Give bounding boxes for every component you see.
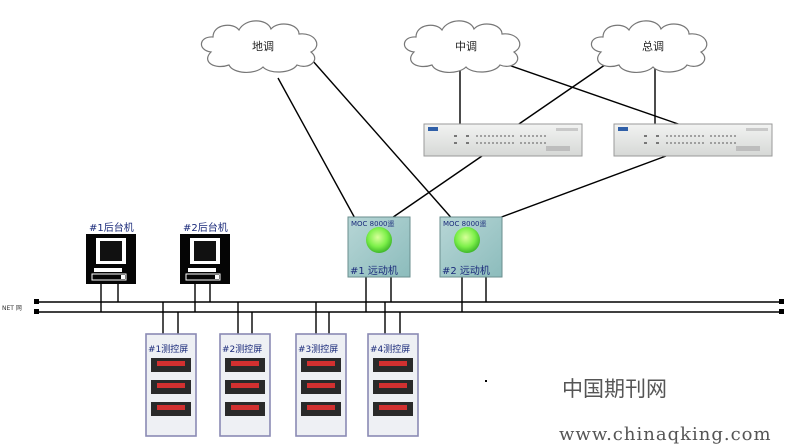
rtu-1: MOC 8000遥 #1 远动机 xyxy=(347,216,411,278)
status-led xyxy=(454,227,480,253)
switch-2 xyxy=(613,123,773,157)
cloud-label: 地调 xyxy=(252,40,274,53)
rtu-label: #2 远动机 xyxy=(442,264,490,277)
workstation-1: #1后台机 xyxy=(86,221,136,284)
watermark-cn: 中国期刊网 xyxy=(562,377,667,401)
rtu-2: MOC 8000遥 #2 远动机 xyxy=(439,216,503,278)
cabinet-units xyxy=(225,358,265,416)
cloud-zongtiao: 总调 xyxy=(590,20,708,73)
net-label: NET 网 xyxy=(2,305,22,312)
watermark-url: www.chinaqking.com xyxy=(559,424,772,445)
rtu-header: MOC 8000遥 xyxy=(443,219,486,228)
cabinet-4: #4测控屏 xyxy=(367,333,419,437)
cloud-zhongtiao: 中调 xyxy=(403,20,521,73)
cabinet-units xyxy=(151,358,191,416)
bus-drops xyxy=(100,276,487,336)
rtu-header: MOC 8000遥 xyxy=(351,219,394,228)
workstation-2: #2后台机 xyxy=(180,221,230,284)
workstation-label: #2后台机 xyxy=(183,221,228,234)
stray-dot xyxy=(485,380,487,382)
cloud-ditiao: 地调 xyxy=(200,20,318,73)
cabinet-units xyxy=(301,358,341,416)
net-bus xyxy=(34,299,784,314)
workstation-label: #1后台机 xyxy=(89,221,134,234)
switch-1 xyxy=(423,123,583,157)
cloud-label: 总调 xyxy=(642,39,664,53)
cabinet-label: #1测控屏 xyxy=(148,343,188,355)
cloud-label: 中调 xyxy=(455,40,477,53)
cabinet-label: #4测控屏 xyxy=(370,343,410,355)
rtu-label: #1 远动机 xyxy=(350,264,398,277)
cabinet-3: #3测控屏 xyxy=(295,333,347,437)
cabinet-2: #2测控屏 xyxy=(219,333,271,437)
status-led xyxy=(366,227,392,253)
cabinet-label: #2测控屏 xyxy=(222,343,262,355)
cabinet-label: #3测控屏 xyxy=(298,343,338,355)
cabinet-1: #1测控屏 xyxy=(145,333,197,437)
cabinet-units xyxy=(373,358,413,416)
wan-links xyxy=(277,59,685,223)
